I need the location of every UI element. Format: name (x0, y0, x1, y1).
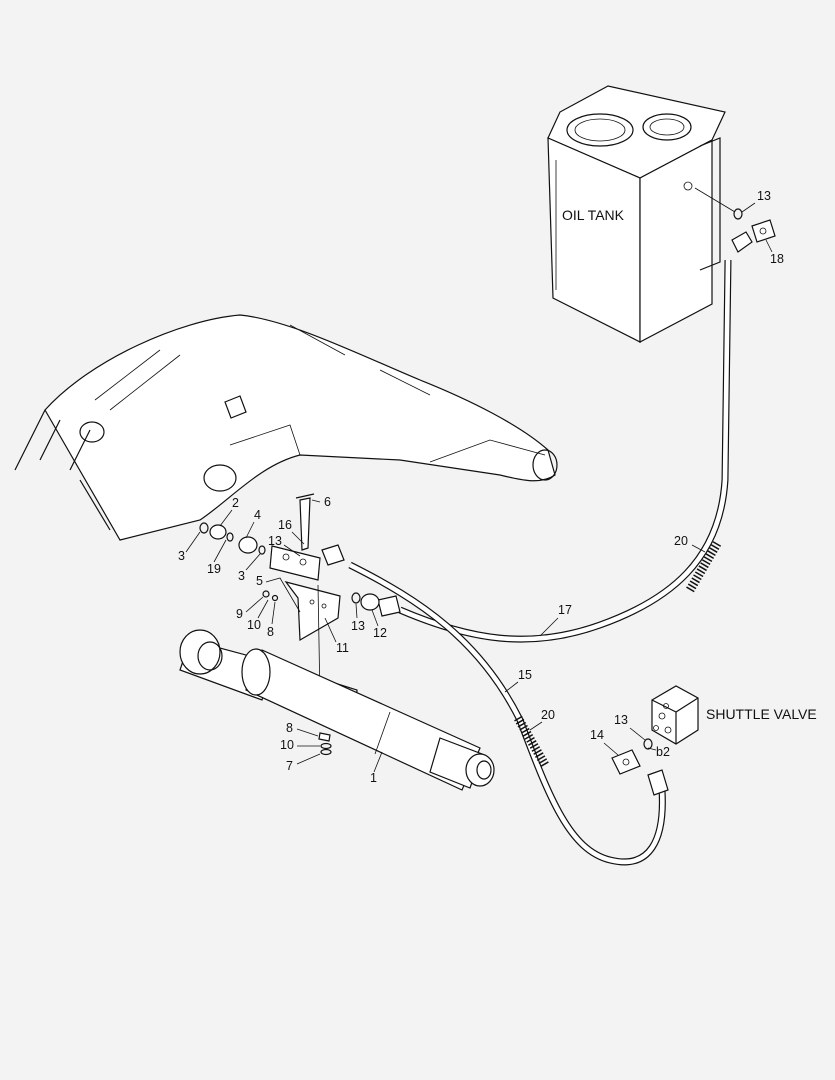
callout-12: 12 (373, 626, 387, 640)
oil-tank-label: OIL TANK (562, 207, 625, 223)
callout-5: 5 (256, 574, 263, 588)
callout-13-tank: 13 (757, 189, 771, 203)
hydraulic-cylinder (179, 629, 495, 791)
hose-fittings (321, 544, 669, 796)
tank-fitting (731, 208, 776, 253)
callout-13-block: 13 (268, 534, 282, 548)
callout-7: 7 (286, 759, 293, 773)
callout-20-lower: 20 (541, 708, 555, 722)
callout-8-upper: 8 (267, 625, 274, 639)
callout-8-lower: 8 (286, 721, 293, 735)
callout-3-left: 3 (178, 549, 185, 563)
callout-11: 11 (336, 641, 349, 655)
oil-tank (547, 85, 736, 343)
callout-17: 17 (558, 603, 572, 617)
callout-3-mid: 3 (238, 569, 245, 583)
hose-17 (398, 259, 732, 643)
callout-16: 16 (278, 518, 292, 532)
hose-15 (348, 561, 666, 866)
shuttle-valve (611, 685, 699, 775)
callout-2: 2 (232, 496, 239, 510)
callout-10-upper: 10 (247, 618, 261, 632)
callout-19: 19 (207, 562, 221, 576)
callout-1: 1 (370, 771, 377, 785)
small-parts (199, 522, 380, 756)
callout-b2: b2 (656, 745, 670, 759)
callout-13-mid: 13 (351, 619, 365, 633)
callout-6: 6 (324, 495, 331, 509)
callout-18: 18 (770, 252, 784, 266)
callout-13-valve: 13 (614, 713, 628, 727)
callout-20-upper: 20 (674, 534, 688, 548)
shuttle-valve-label: SHUTTLE VALVE (706, 706, 817, 722)
callout-4: 4 (254, 508, 261, 522)
boom (14, 314, 558, 541)
callout-14: 14 (590, 728, 604, 742)
callout-9-upper: 9 (236, 607, 243, 621)
callout-15: 15 (518, 668, 532, 682)
callout-10-lower: 10 (280, 738, 294, 752)
